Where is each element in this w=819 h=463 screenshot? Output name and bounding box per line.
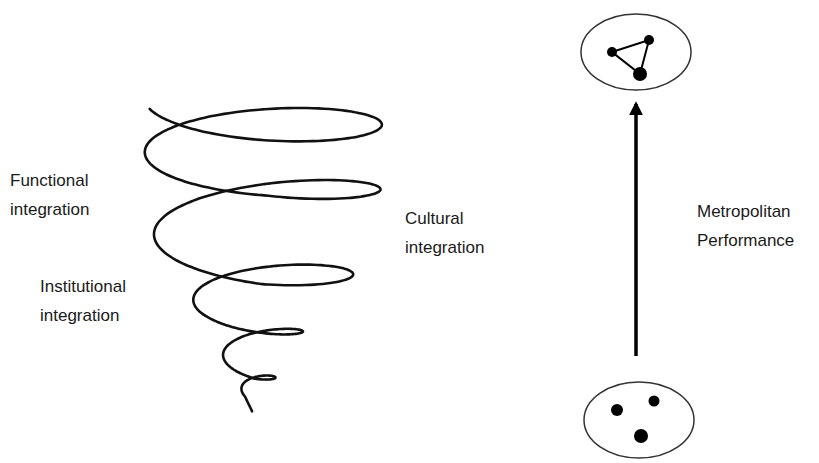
spiral-label: Functional integration bbox=[10, 166, 110, 224]
city-dot bbox=[644, 35, 654, 45]
city-dot bbox=[649, 396, 660, 407]
city-dot bbox=[607, 47, 617, 57]
city-dot bbox=[611, 404, 623, 416]
cluster-outline bbox=[581, 14, 691, 90]
unintegrated-cluster bbox=[584, 382, 694, 458]
spiral-curve bbox=[145, 108, 382, 411]
integrated-cluster bbox=[581, 14, 691, 90]
city-dot bbox=[633, 67, 647, 81]
cluster-outline bbox=[584, 382, 694, 458]
city-dot bbox=[634, 429, 648, 443]
spiral-label: Cultural integration bbox=[405, 204, 505, 262]
axis-label: Metropolitan Performance bbox=[697, 197, 812, 255]
spiral-label: Institutional integration bbox=[40, 272, 152, 330]
performance-arrow bbox=[634, 104, 638, 356]
